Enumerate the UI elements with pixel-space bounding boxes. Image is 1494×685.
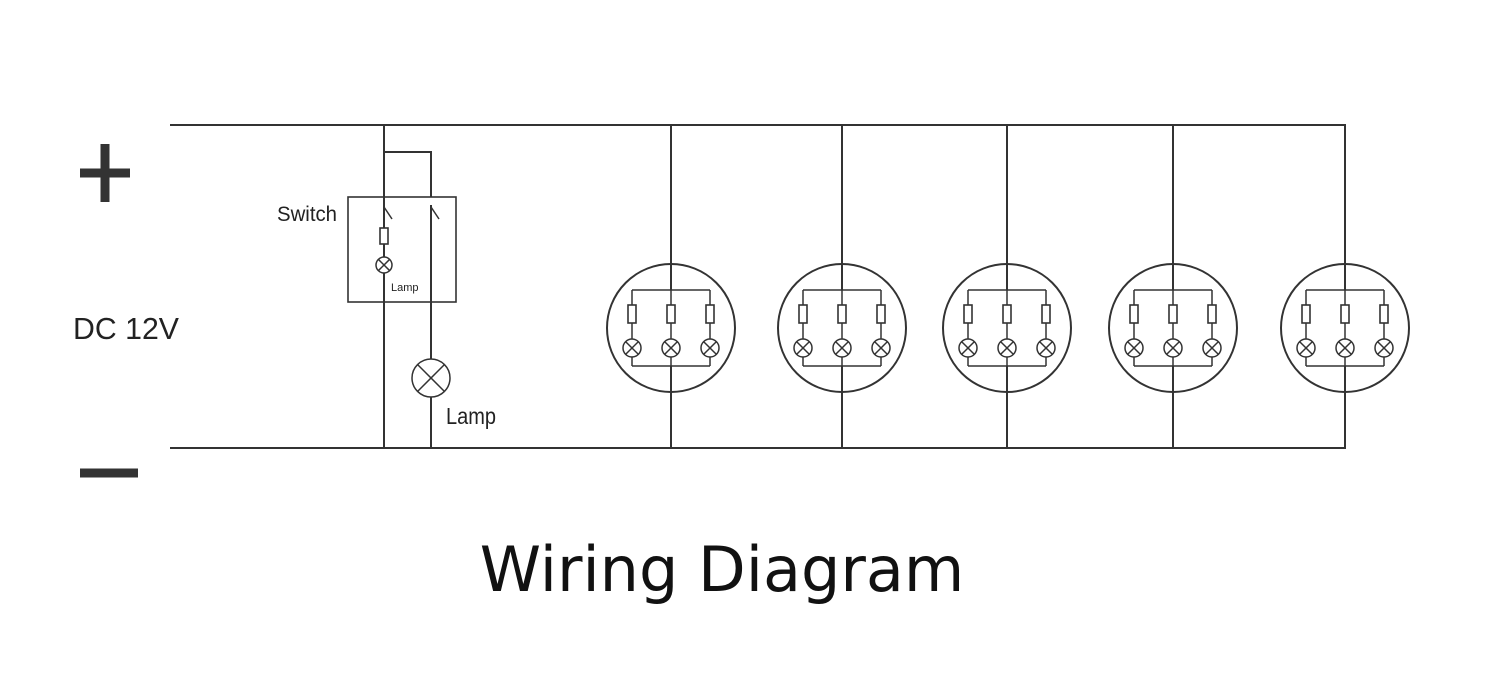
led-module — [1280, 125, 1410, 448]
led-lamp-icon — [1202, 338, 1222, 358]
resistor — [1301, 304, 1311, 324]
led-lamp-icon — [1163, 338, 1183, 358]
resistor — [1207, 304, 1217, 324]
lamp-label: Lamp — [446, 403, 496, 429]
led-lamp-icon — [1036, 338, 1056, 358]
switch-contact-left — [383, 206, 393, 220]
led-module — [1108, 125, 1238, 448]
switch-lamp-label: Lamp — [391, 282, 419, 294]
led-lamp-icon — [1374, 338, 1394, 358]
resistor — [798, 304, 808, 324]
led-lamp-icon — [622, 338, 642, 358]
resistor — [705, 304, 715, 324]
led-lamp-icon — [832, 338, 852, 358]
resistor — [876, 304, 886, 324]
led-module — [777, 125, 907, 448]
switch-indicator-lamp — [375, 256, 393, 274]
resistor — [1129, 304, 1139, 324]
led-lamp-icon — [700, 338, 720, 358]
switch-resistor — [379, 227, 389, 245]
resistor — [837, 304, 847, 324]
switch-box — [347, 196, 457, 303]
switch-contact-right — [430, 206, 440, 220]
switch-label: Switch — [277, 203, 337, 226]
resistor — [1379, 304, 1389, 324]
led-lamp-icon — [1335, 338, 1355, 358]
led-lamp-icon — [871, 338, 891, 358]
resistor — [1340, 304, 1350, 324]
resistor — [1041, 304, 1051, 324]
switch: Switch Lamp — [277, 125, 457, 448]
resistor — [627, 304, 637, 324]
resistor — [1168, 304, 1178, 324]
led-lamp-icon — [661, 338, 681, 358]
led-module — [942, 125, 1072, 448]
lamp — [411, 358, 451, 398]
led-lamp-icon — [793, 338, 813, 358]
resistor — [666, 304, 676, 324]
led-lamp-icon — [958, 338, 978, 358]
led-lamp-icon — [1124, 338, 1144, 358]
resistor — [963, 304, 973, 324]
led-modules — [606, 125, 1410, 448]
diagram-caption: Wiring Diagram — [479, 533, 965, 606]
led-lamp-icon — [997, 338, 1017, 358]
led-lamp-icon — [1296, 338, 1316, 358]
resistor — [1002, 304, 1012, 324]
supply-voltage-label: DC 12V — [73, 311, 179, 346]
positive-terminal-symbol — [80, 144, 130, 202]
led-module — [606, 125, 736, 448]
